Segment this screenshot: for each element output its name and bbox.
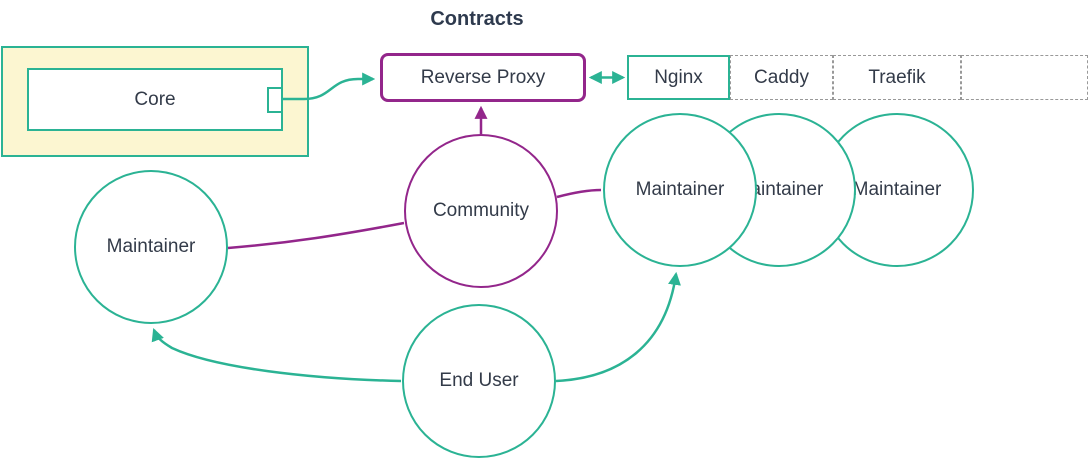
node-maintainer-right-1-label: Maintainer [635,179,725,200]
edge-community-to-maintainer-left [227,221,405,250]
edge-end-user-to-maintainer-right [555,271,681,383]
core-output-port [267,87,283,113]
node-end-user: End User [402,304,556,458]
edge-community-to-maintainer-right [556,188,602,199]
node-community: Community [404,134,558,288]
node-end-user-label: End User [439,370,519,391]
diagram-title: Contracts [430,8,524,30]
node-reverse-proxy: Reverse Proxy [380,53,586,102]
node-maintainer-left: Maintainer [74,170,228,324]
node-nginx: Nginx [627,55,730,100]
node-community-label: Community [432,200,530,221]
node-nginx-label: Nginx [654,66,703,88]
node-maintainer-right-3-label: Maintainer [852,179,942,200]
node-proxy-empty [961,55,1088,100]
node-core-label: Core [134,88,176,110]
node-traefik: Traefik [833,55,961,100]
node-reverse-proxy-label: Reverse Proxy [420,66,546,88]
node-caddy-label: Caddy [754,66,809,88]
node-maintainer-left-label: Maintainer [106,236,196,257]
edge-end-user-to-maintainer-left [151,327,402,383]
node-caddy: Caddy [730,55,833,100]
node-maintainer-right-1: Maintainer [603,113,757,267]
node-traefik-label: Traefik [868,66,926,88]
node-core: Core [27,68,283,131]
